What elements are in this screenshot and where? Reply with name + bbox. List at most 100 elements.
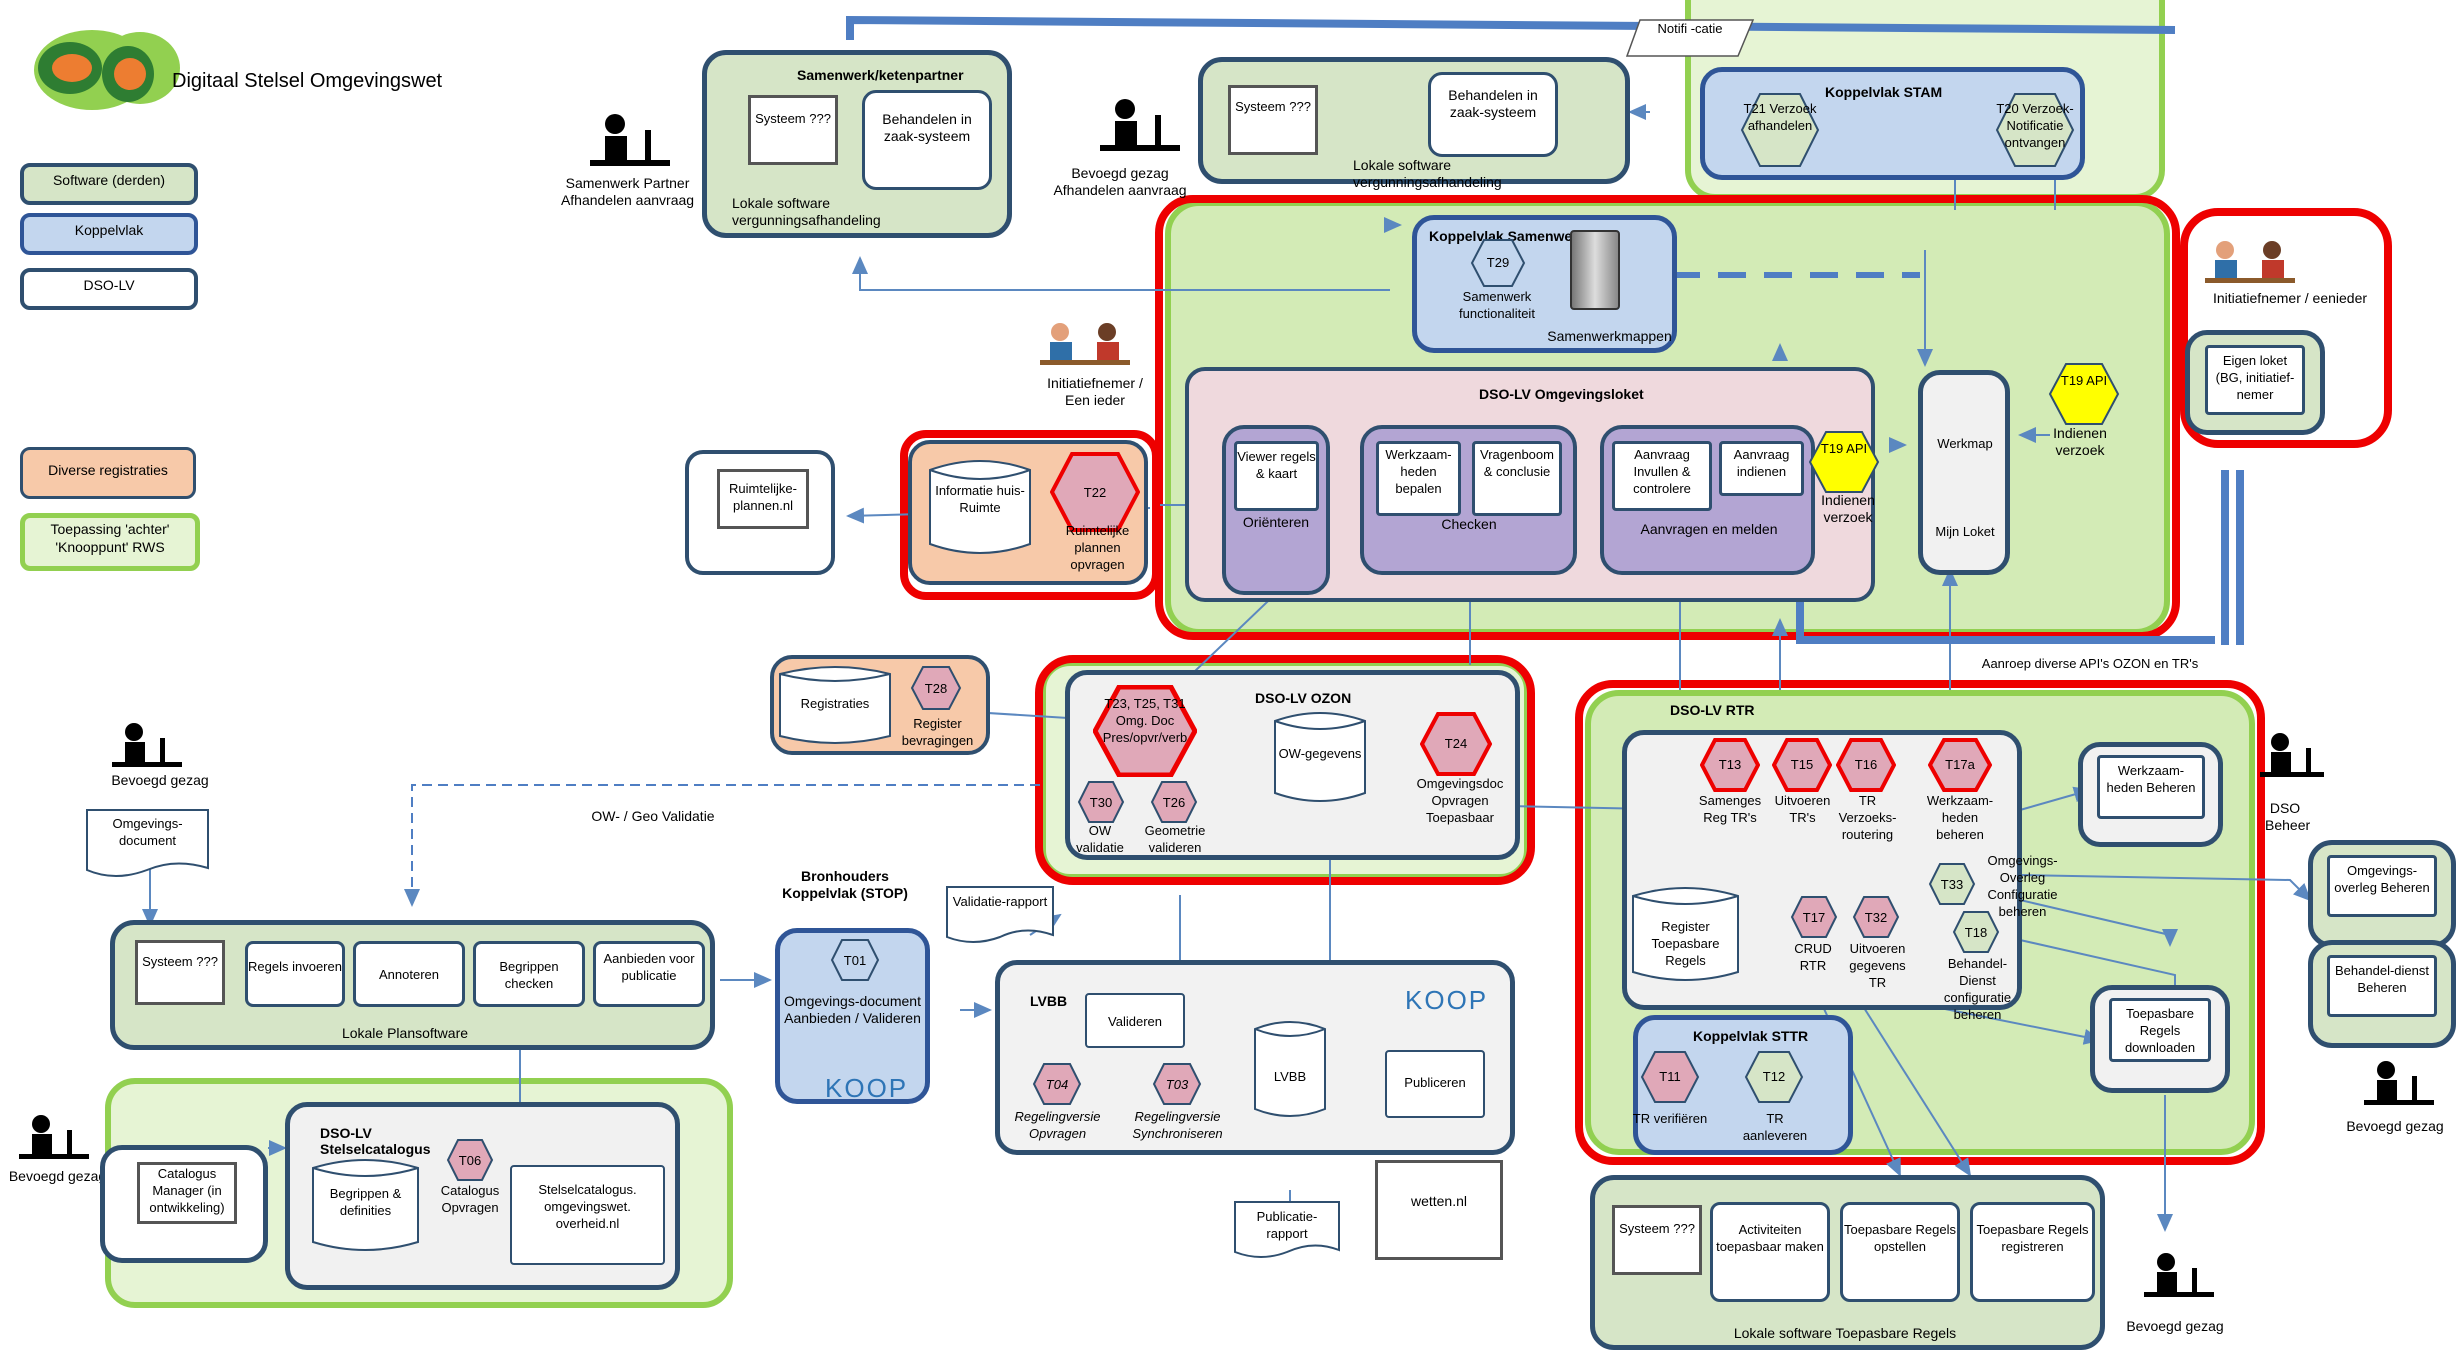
t32-hex[interactable] [1852,895,1900,939]
bevoegd-top-behandelen[interactable]: Behandelen in zaak-systeem [1428,72,1558,157]
tr-downloaden-box[interactable]: Toepasbare Regels downloaden [2090,985,2230,1093]
t12-hex[interactable] [1744,1050,1804,1104]
annoteren[interactable]: Annoteren [353,941,465,1007]
opstellen-box[interactable]: Toepasbare Regels opstellen [1840,1202,1960,1302]
t19-loket-hex[interactable] [1808,430,1880,494]
t19-right-code: T19 API [2060,373,2108,388]
monitor-icon: Systeem ??? [748,95,838,165]
t28-hex[interactable] [910,665,962,711]
t19-loket-label: Indienen verzoek [1821,492,1875,525]
rtr-title: DSO-LV RTR [1670,702,1755,718]
document-shape [86,809,209,877]
t03-hex[interactable] [1152,1062,1202,1106]
t26-code: T26 [1162,795,1186,810]
t17-hex[interactable] [1790,895,1838,939]
publiceren-box[interactable]: Publiceren [1385,1050,1485,1118]
dso-beheer-label: DSO Beheer [2265,800,2311,833]
t32-code: T32 [1864,910,1888,925]
lvbb-title: LVBB [1030,993,1068,1009]
person-at-desk-icon [112,723,182,767]
t26-hex[interactable] [1150,780,1198,824]
legend-dso: DSO-LV [20,268,198,310]
t04-code: T04 [1045,1077,1069,1092]
t26-label: Geometrie valideren [1144,823,1206,855]
stop-header: Bronhouders Koppelvlak (STOP) [782,868,908,901]
t19-right-hex[interactable] [2048,362,2120,426]
t17-label: CRUD RTR [1794,941,1832,973]
t15-label: Uitvoeren TR's [1774,793,1831,825]
ruimtelijke-site-box[interactable]: Ruimtelijke-plannen.nl [685,450,835,575]
t29-code: T29 [1486,255,1510,270]
t29-hex[interactable] [1470,238,1526,288]
orienteren-box[interactable]: Viewer regels & kaart Oriënteren [1222,425,1330,595]
omgevingsoverleg-box[interactable]: Omgevings-overleg Beheren [2308,840,2456,948]
t01-hex[interactable] [830,938,880,982]
t32-label: Uitvoeren gegevens TR [1849,941,1906,990]
t24-label: Omgevingsdoc Opvragen Toepasbaar [1416,776,1504,825]
registreren-box[interactable]: Toepasbare Regels registreren [1970,1202,2095,1302]
t23-label: T23, T25, T31 Omg. Doc Pres/opvr/verb [1102,696,1188,745]
monitor-icon: Systeem ??? [135,940,225,1005]
t18-hex[interactable] [1952,910,2000,954]
omgevingsdocument-label: Omgevings-document [112,816,183,848]
t21-hex[interactable] [1740,90,1820,170]
t11-hex[interactable] [1640,1050,1700,1104]
t13-code: T13 [1718,757,1742,772]
werkmap-box[interactable]: Werkmap Mijn Loket [1918,370,2010,575]
toepasbare-footer: Lokale software Toepasbare Regels [1733,1325,1957,1341]
person-at-desk-icon [2260,733,2324,777]
t01-code: T01 [843,953,867,968]
activiteiten-box[interactable]: Activiteiten toepasbaar maken [1710,1202,1830,1302]
monitor-icon: Systeem ??? [1612,1205,1702,1275]
t17-code: T17 [1802,910,1826,925]
t04-hex[interactable] [1032,1062,1082,1106]
t06-hex[interactable] [446,1138,494,1182]
initiatiefnemer-right-label: Initiatiefnemer / eenieder [2212,290,2368,306]
begrippen-checken[interactable]: Begrippen checken [473,941,585,1007]
register-label: Register Toepasbare Regels [1651,919,1720,968]
eigen-loket-box[interactable]: Eigen loket (BG, initiatief-nemer [2185,330,2325,435]
notificatie-label: Notifi -catie [1657,21,1723,36]
samenwerk-footer: Lokale software vergunningsafhandeling [732,195,881,228]
t28-label: Register bevragingen [901,716,974,748]
werkzaamheden-beheren-box[interactable]: Werkzaam-heden Beheren [2078,742,2223,847]
stop-box: Omgevings-document Aanbieden / Valideren… [775,928,930,1104]
legend-toepassing: Toepassing 'achter' 'Knooppunt' RWS [20,513,200,571]
server-icon [1570,230,1620,310]
t19-loket-code: T19 API [1820,441,1868,456]
samenwerk-behandelen[interactable]: Behandelen in zaak-systeem [862,90,992,190]
t13-hex[interactable] [1700,738,1760,792]
valideren-box[interactable]: Valideren [1085,993,1185,1048]
behandeldienst-box[interactable]: Behandel-dienst Beheren [2308,940,2456,1048]
database-icon [1274,712,1366,802]
person-at-desk-icon [1100,99,1180,151]
database-icon [1632,887,1739,981]
t21-label: T21 Verzoek afhandelen [1743,101,1817,133]
notificatie-shape [1625,19,1755,57]
t17a-hex[interactable] [1928,738,1992,792]
aanvragen-box[interactable]: Aanvraag Invullen & controlere Aanvraag … [1600,425,1815,575]
t23-hex[interactable] [1093,685,1197,777]
t30-hex[interactable] [1077,780,1125,824]
t16-hex[interactable] [1836,738,1896,792]
t15-hex[interactable] [1772,738,1832,792]
t22-hex[interactable] [1050,452,1140,532]
aanbieden-publicatie[interactable]: Aanbieden voor publicatie [593,941,705,1007]
person-at-desk-icon [590,114,670,166]
t24-hex[interactable] [1420,712,1492,776]
catalogus-manager-box[interactable]: Catalogus Manager (in ontwikkeling) [100,1145,268,1263]
wetten-monitor[interactable]: wetten.nl [1375,1160,1503,1260]
regels-invoeren[interactable]: Regels invoeren [245,941,345,1007]
t33-hex[interactable] [1928,862,1976,906]
loket-ring [1155,195,2180,640]
samenwerk-actor: Samenwerk Partner Afhandelen aanvraag [560,175,695,208]
checken-box[interactable]: Werkzaam-heden bepalen Vragenboom & conc… [1360,425,1577,575]
bevoegd-top-box: Behandelen in zaak-systeem Lokale softwa… [1198,57,1630,190]
t18-code: T18 [1964,925,1988,940]
t18-label: Behandel-Dienst configuratie beheren [1943,956,2012,1022]
database-icon [1254,1021,1326,1117]
t20-hex[interactable] [1995,90,2075,170]
t06-label: Catalogus Opvragen [440,1183,500,1215]
stelselcatalogus-site[interactable]: Stelselcatalogus. omgevingswet. overheid… [510,1165,665,1265]
validatierapport-label: Validatie-rapport [952,894,1048,909]
